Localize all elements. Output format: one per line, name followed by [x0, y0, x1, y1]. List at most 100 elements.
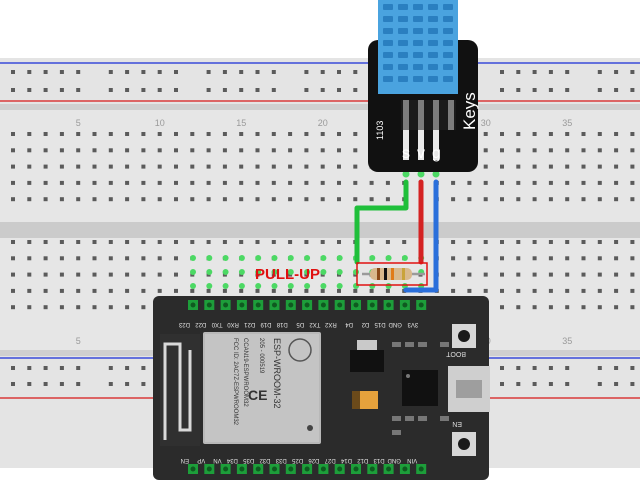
- terminal-hole: [141, 305, 146, 310]
- pin-label: 3V3: [407, 321, 418, 327]
- terminal-hole: [483, 272, 488, 277]
- terminal-hole: [239, 164, 244, 169]
- pin-label: D15: [374, 321, 386, 327]
- regulator-chip: [350, 350, 384, 372]
- terminal-hole: [500, 148, 504, 153]
- grille-slot: [443, 4, 453, 10]
- terminal-hole: [320, 148, 325, 153]
- terminal-hole: [630, 180, 635, 185]
- terminal-hole: [369, 240, 374, 244]
- connected-hole: [222, 283, 229, 289]
- rail-hole: [255, 88, 260, 92]
- terminal-hole: [11, 197, 15, 202]
- terminal-hole: [483, 180, 488, 185]
- terminal-hole: [483, 240, 488, 244]
- terminal-hole: [190, 240, 195, 244]
- column-number: 15: [236, 118, 246, 128]
- terminal-hole: [157, 288, 162, 293]
- connected-hole: [369, 255, 376, 261]
- sensor-brand: Keys: [460, 92, 479, 130]
- terminal-hole: [597, 288, 602, 293]
- en-button[interactable]: [452, 432, 476, 456]
- terminal-hole: [288, 164, 293, 169]
- connected-hole: [271, 255, 278, 261]
- wroom-module: ESP-WROOM-32 CCAN19-ESPWROOM32 FCC ID: 2…: [160, 332, 321, 446]
- signal-wire[interactable]: [354, 179, 409, 265]
- rail-hole: [43, 70, 48, 74]
- terminal-hole: [385, 240, 390, 244]
- terminal-hole: [532, 288, 537, 293]
- terminal-hole: [597, 240, 602, 244]
- terminal-hole: [369, 197, 374, 202]
- terminal-hole: [174, 256, 178, 261]
- rail-hole: [597, 88, 602, 92]
- rail-hole: [630, 88, 635, 92]
- terminal-hole: [581, 180, 586, 185]
- terminal-hole: [190, 164, 195, 169]
- boot-label: BOOT: [445, 350, 466, 357]
- rail-hole: [548, 88, 553, 92]
- terminal-hole: [532, 132, 537, 136]
- pin-label: D13: [373, 457, 385, 463]
- terminal-hole: [141, 288, 146, 293]
- boot-button[interactable]: [452, 324, 476, 348]
- pull-up-label: PULL-UP: [255, 266, 320, 283]
- terminal-hole: [288, 180, 293, 185]
- terminal-hole: [483, 288, 488, 293]
- terminal-hole: [548, 256, 553, 261]
- pull-up-resistor[interactable]: [356, 262, 428, 286]
- rail-hole: [157, 70, 162, 74]
- pin-label: D27: [324, 457, 336, 463]
- gnd-wire[interactable]: [403, 179, 439, 293]
- terminal-hole: [157, 197, 162, 202]
- terminal-hole: [174, 132, 178, 136]
- grille-slot: [398, 52, 408, 58]
- connected-hole: [353, 283, 359, 289]
- terminal-hole: [222, 240, 227, 244]
- connected-hole: [206, 283, 213, 289]
- terminal-hole: [11, 132, 15, 136]
- rail-hole: [630, 382, 635, 386]
- terminal-hole: [451, 197, 456, 202]
- terminal-hole: [141, 197, 146, 202]
- connected-hole: [222, 269, 229, 275]
- terminal-hole: [271, 197, 276, 202]
- terminal-hole: [565, 197, 570, 202]
- terminal-hole: [288, 132, 293, 136]
- terminal-hole: [548, 164, 553, 169]
- connected-hole: [271, 269, 278, 275]
- connected-hole: [320, 255, 327, 261]
- rail-hole: [597, 366, 602, 370]
- pin-label: D2: [361, 321, 369, 327]
- rail-hole: [76, 70, 81, 74]
- terminal-hole: [516, 272, 521, 277]
- dht-sensor[interactable]: 1103 Keys s v g: [368, 0, 479, 172]
- terminal-hole: [174, 180, 178, 185]
- terminal-hole: [157, 240, 162, 244]
- terminal-hole: [565, 256, 570, 261]
- rail-hole: [597, 70, 602, 74]
- terminal-hole: [304, 164, 309, 169]
- terminal-hole: [581, 240, 586, 244]
- terminal-hole: [337, 164, 341, 169]
- terminal-hole: [288, 240, 293, 244]
- terminal-hole: [92, 240, 97, 244]
- connected-hole: [190, 255, 196, 261]
- pin-label: D4: [345, 321, 353, 327]
- connected-hole: [206, 255, 213, 261]
- terminal-hole: [157, 272, 162, 277]
- terminal-hole: [43, 197, 48, 202]
- terminal-hole: [27, 164, 32, 169]
- terminal-hole: [125, 148, 130, 153]
- terminal-hole: [59, 305, 64, 310]
- terminal-hole: [255, 197, 260, 202]
- terminal-hole: [92, 288, 97, 293]
- grille-slot: [398, 28, 408, 34]
- rail-hole: [125, 366, 130, 370]
- terminal-hole: [304, 288, 309, 293]
- terminal-hole: [174, 164, 178, 169]
- terminal-hole: [581, 305, 586, 310]
- terminal-hole: [206, 197, 211, 202]
